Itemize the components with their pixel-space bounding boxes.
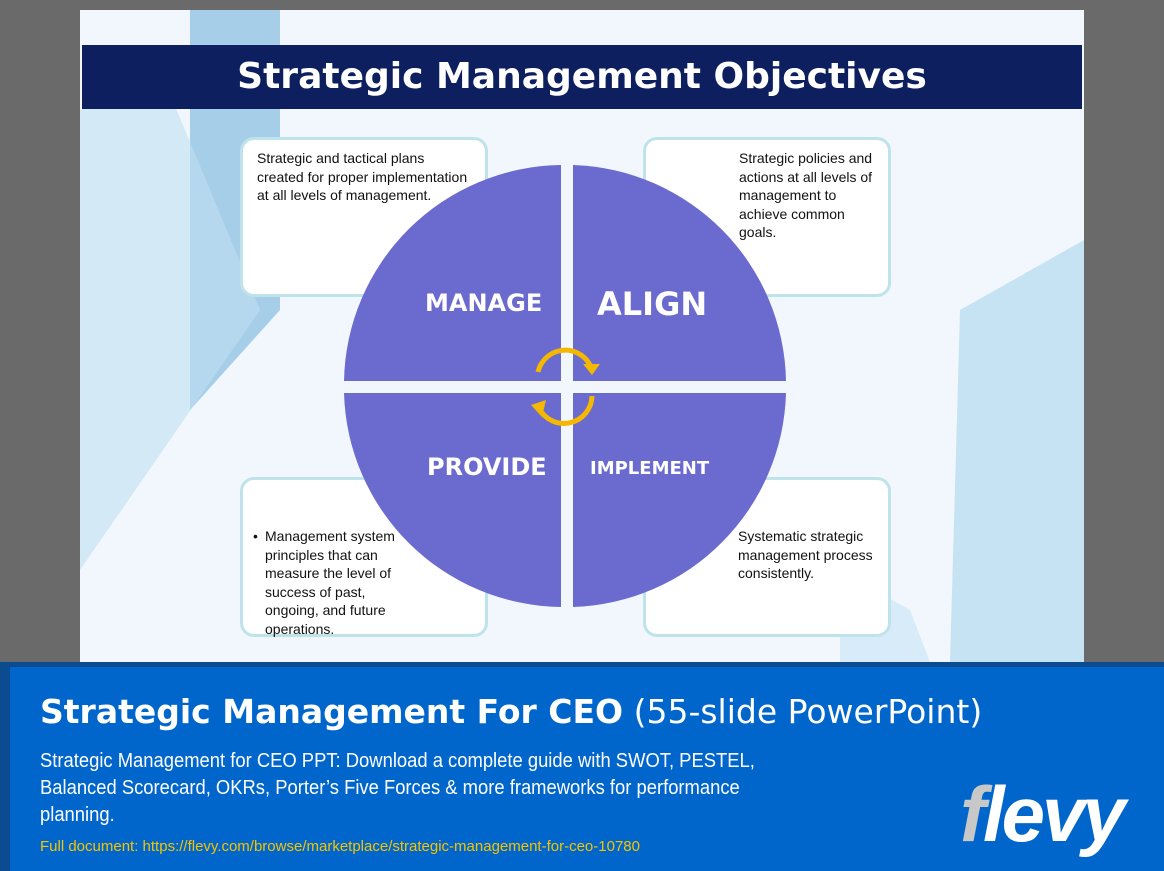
- document-title-light: (55-slide PowerPoint): [633, 692, 983, 731]
- quadrant-align: [573, 165, 786, 381]
- quadrant-implement: [573, 393, 786, 607]
- quadrant-provide: [344, 393, 561, 607]
- quadrant-label-implement: IMPLEMENT: [590, 458, 710, 479]
- provide-description-text: Management system principles that can me…: [265, 528, 395, 637]
- provide-description: •Management system principles that can m…: [240, 477, 488, 637]
- quadrant-manage: [344, 165, 561, 381]
- banner-divider: [0, 662, 1164, 667]
- document-link[interactable]: Full document: https://flevy.com/browse/…: [40, 838, 640, 855]
- slide: Strategic Management Objectives Strategi…: [80, 10, 1084, 662]
- document-description: Strategic Management for CEO PPT: Downlo…: [40, 750, 755, 826]
- quadrant-label-manage: MANAGE: [425, 289, 543, 317]
- quadrant-label-align: ALIGN: [597, 285, 708, 323]
- banner-strip: [0, 662, 10, 871]
- background-decoration: [80, 10, 1084, 662]
- slide-title: Strategic Management Objectives: [82, 45, 1082, 109]
- objectives-wheel: [344, 165, 786, 607]
- flevy-logo: flevy: [960, 770, 1126, 858]
- document-title-bold: Strategic Management For CEO: [40, 692, 624, 731]
- cycle-arrows-icon: [535, 347, 595, 426]
- quadrant-label-provide: PROVIDE: [427, 453, 547, 481]
- document-title: Strategic Management For CEO (55-slide P…: [40, 692, 982, 731]
- document-banner: Strategic Management For CEO (55-slide P…: [0, 662, 1164, 871]
